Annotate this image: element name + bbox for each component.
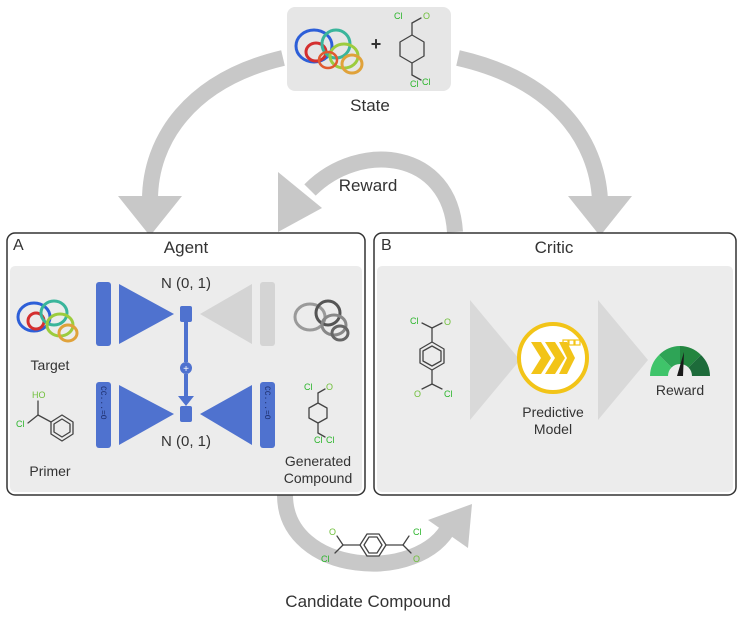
noise-top-label: N (0, 1) — [161, 275, 211, 292]
encoder-top-triangle[interactable] — [119, 284, 174, 344]
reward-top-label: Reward — [339, 176, 398, 195]
svg-text:O: O — [329, 527, 336, 537]
svg-text:Cl: Cl — [321, 554, 330, 564]
critic-reward-label: Reward — [656, 382, 704, 398]
generated-label-line2: Compound — [284, 470, 353, 486]
encoder-bottom-triangle[interactable] — [119, 385, 174, 445]
svg-text:Cl: Cl — [304, 382, 313, 392]
svg-text:O: O — [423, 11, 430, 21]
smiles-output-text: CC...=O — [262, 386, 271, 420]
critic-chevron-1 — [470, 300, 520, 420]
reward-arrow — [304, 151, 463, 233]
latent-bottom-node — [180, 406, 192, 422]
candidate-arrowhead — [428, 504, 472, 548]
state-label: State — [350, 96, 390, 115]
latent-combine-node — [180, 362, 192, 374]
svg-text:Cl: Cl — [410, 79, 419, 89]
primer-label: Primer — [29, 463, 71, 479]
protein-icon — [294, 28, 364, 75]
critic-chevron-2 — [598, 300, 648, 420]
encoder-input-bar[interactable] — [96, 282, 111, 346]
state-to-agent-arrowhead — [118, 196, 182, 236]
target-protein-icon — [16, 299, 79, 343]
decoder-bottom-triangle[interactable] — [200, 385, 252, 445]
svg-text:Cl: Cl — [394, 11, 403, 21]
smiles-output-bar[interactable] — [260, 382, 275, 448]
agent-title: Agent — [164, 238, 209, 257]
svg-text:O: O — [414, 389, 421, 399]
svg-text:HO: HO — [32, 390, 46, 400]
state-box — [287, 7, 451, 91]
reward-arrowhead — [278, 172, 322, 232]
primer-molecule-icon: HO Cl — [16, 390, 74, 442]
generated-protein-icon — [293, 299, 350, 342]
critic-panel-letter: B — [381, 237, 392, 254]
svg-text:Cl: Cl — [16, 419, 25, 429]
svg-text:Cl: Cl — [413, 527, 422, 537]
svg-text:O: O — [326, 382, 333, 392]
smiles-input-bar[interactable] — [96, 382, 111, 448]
state-to-agent-arrow — [142, 50, 285, 201]
critic-title: Critic — [535, 238, 574, 257]
latent-arrowhead — [178, 396, 194, 406]
candidate-label: Candidate Compound — [285, 592, 450, 611]
candidate-molecule-icon: O Cl Cl O — [321, 527, 422, 564]
target-label: Target — [31, 357, 70, 373]
agent-panel-letter: A — [13, 237, 24, 254]
generated-label-line1: Generated — [285, 453, 351, 469]
candidate-arrow — [277, 494, 458, 572]
state-plus: + — [371, 34, 382, 54]
generated-compound-icon: Cl O Cl Cl — [304, 382, 335, 445]
model-label-line2: Model — [534, 421, 572, 437]
state-to-critic-arrowhead — [568, 196, 632, 236]
svg-text:O: O — [444, 317, 451, 327]
latent-top-node — [180, 306, 192, 322]
noise-bottom-label: N (0, 1) — [161, 433, 211, 450]
svg-text:O: O — [413, 554, 420, 564]
smiles-input-text: CC...=O — [98, 386, 107, 420]
ghost-decoder-triangle — [200, 284, 252, 344]
state-molecule-icon: Cl O Cl Cl — [394, 11, 431, 89]
reward-gauge-icon — [649, 346, 711, 388]
svg-text:Cl: Cl — [444, 389, 453, 399]
latent-combine-symbol: + — [183, 364, 189, 375]
predictive-model-icon — [517, 322, 589, 394]
svg-text:Cl: Cl — [314, 435, 323, 445]
model-label-line1: Predictive — [522, 404, 584, 420]
critic-molecule-icon: Cl O O Cl — [410, 316, 453, 399]
svg-text:Cl: Cl — [422, 77, 431, 87]
svg-text:Cl: Cl — [410, 316, 419, 326]
state-to-critic-arrow — [456, 50, 608, 201]
ghost-decoder-bar — [260, 282, 275, 346]
svg-text:Cl: Cl — [326, 435, 335, 445]
